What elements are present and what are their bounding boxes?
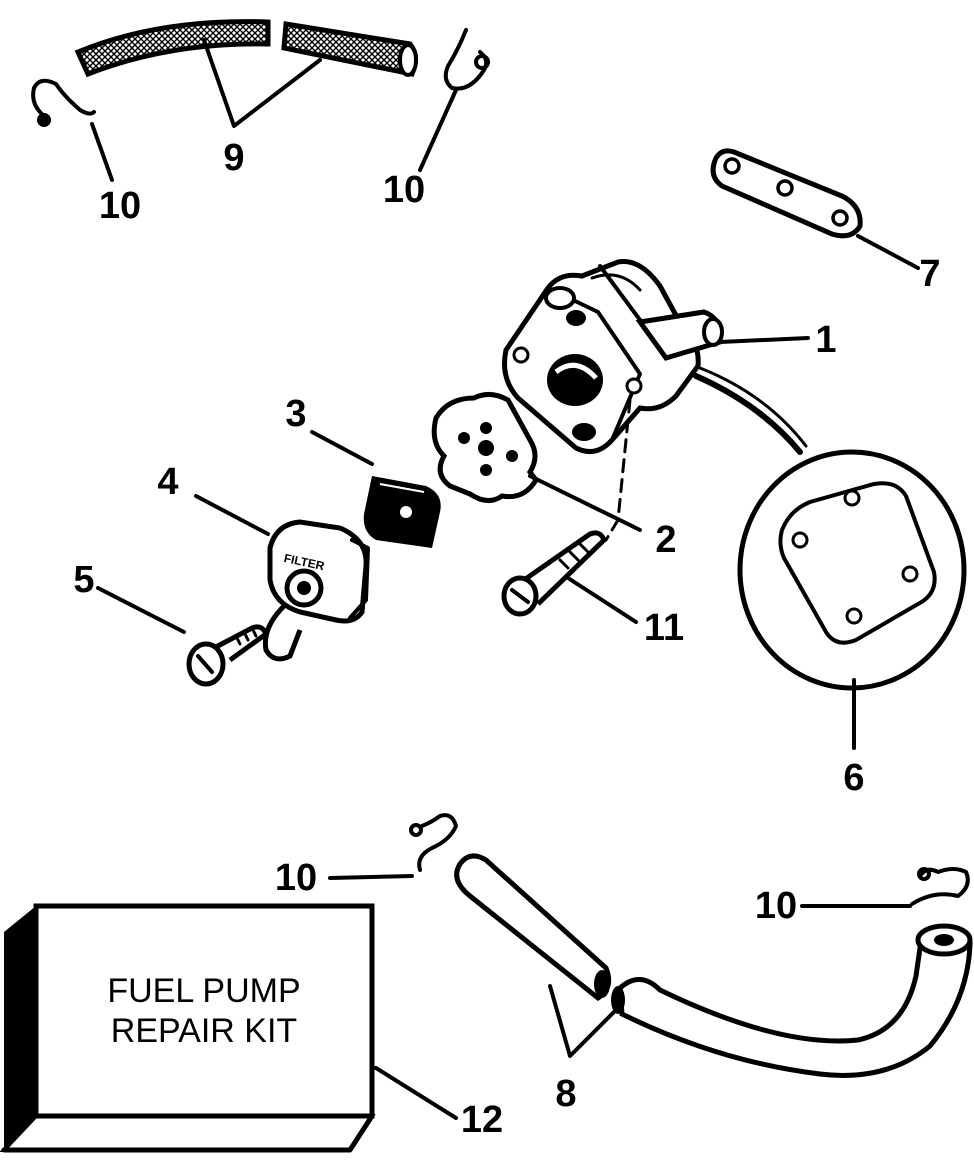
callout-8: 8 xyxy=(555,1073,576,1115)
callout-1: 1 xyxy=(815,319,836,361)
callout-10-lower-right: 10 xyxy=(755,885,797,927)
callout-numbers: 9 10 10 7 1 3 4 2 5 11 6 10 10 8 12 xyxy=(73,137,940,1141)
callout-10-lower-left: 10 xyxy=(275,857,317,899)
pulse-diaphragm-disk xyxy=(737,449,967,691)
callout-5: 5 xyxy=(73,559,94,601)
callout-4: 4 xyxy=(157,461,178,503)
repair-kit-label-line1: FUEL PUMP xyxy=(107,972,300,1010)
leader-lines xyxy=(90,38,920,1120)
hose-clamp-lower-right xyxy=(910,867,970,906)
lower-fuel-hose-short xyxy=(454,853,612,1002)
hose-clamp-upper-right xyxy=(443,28,490,91)
pump-mounting-screw xyxy=(501,530,607,617)
cover-screw xyxy=(186,624,270,687)
filter-cover: FILTER xyxy=(262,519,370,662)
callout-7: 7 xyxy=(919,253,940,295)
lower-fuel-hose-long xyxy=(611,923,973,1078)
upper-fuel-hose-right xyxy=(281,21,418,77)
hose-clamp-upper-left xyxy=(31,78,96,127)
callout-10-upper-right: 10 xyxy=(383,169,425,211)
check-valve-plate xyxy=(431,392,540,503)
callout-11: 11 xyxy=(644,607,684,649)
callout-2: 2 xyxy=(655,519,676,561)
callout-12: 12 xyxy=(461,1099,503,1141)
fuel-pump-body xyxy=(502,259,808,455)
upper-fuel-hose-left xyxy=(74,19,271,78)
callout-3: 3 xyxy=(285,393,306,435)
hose-clamp-lower-left xyxy=(409,813,458,872)
callout-6: 6 xyxy=(843,757,864,799)
mounting-gasket-plate xyxy=(710,148,863,239)
callout-10-upper-left: 10 xyxy=(99,185,141,227)
repair-kit-label-line2: REPAIR KIT xyxy=(111,1012,297,1050)
filter-screen xyxy=(363,476,441,548)
callout-9: 9 xyxy=(223,137,244,179)
repair-kit-box: FUEL PUMP REPAIR KIT xyxy=(0,903,376,1153)
